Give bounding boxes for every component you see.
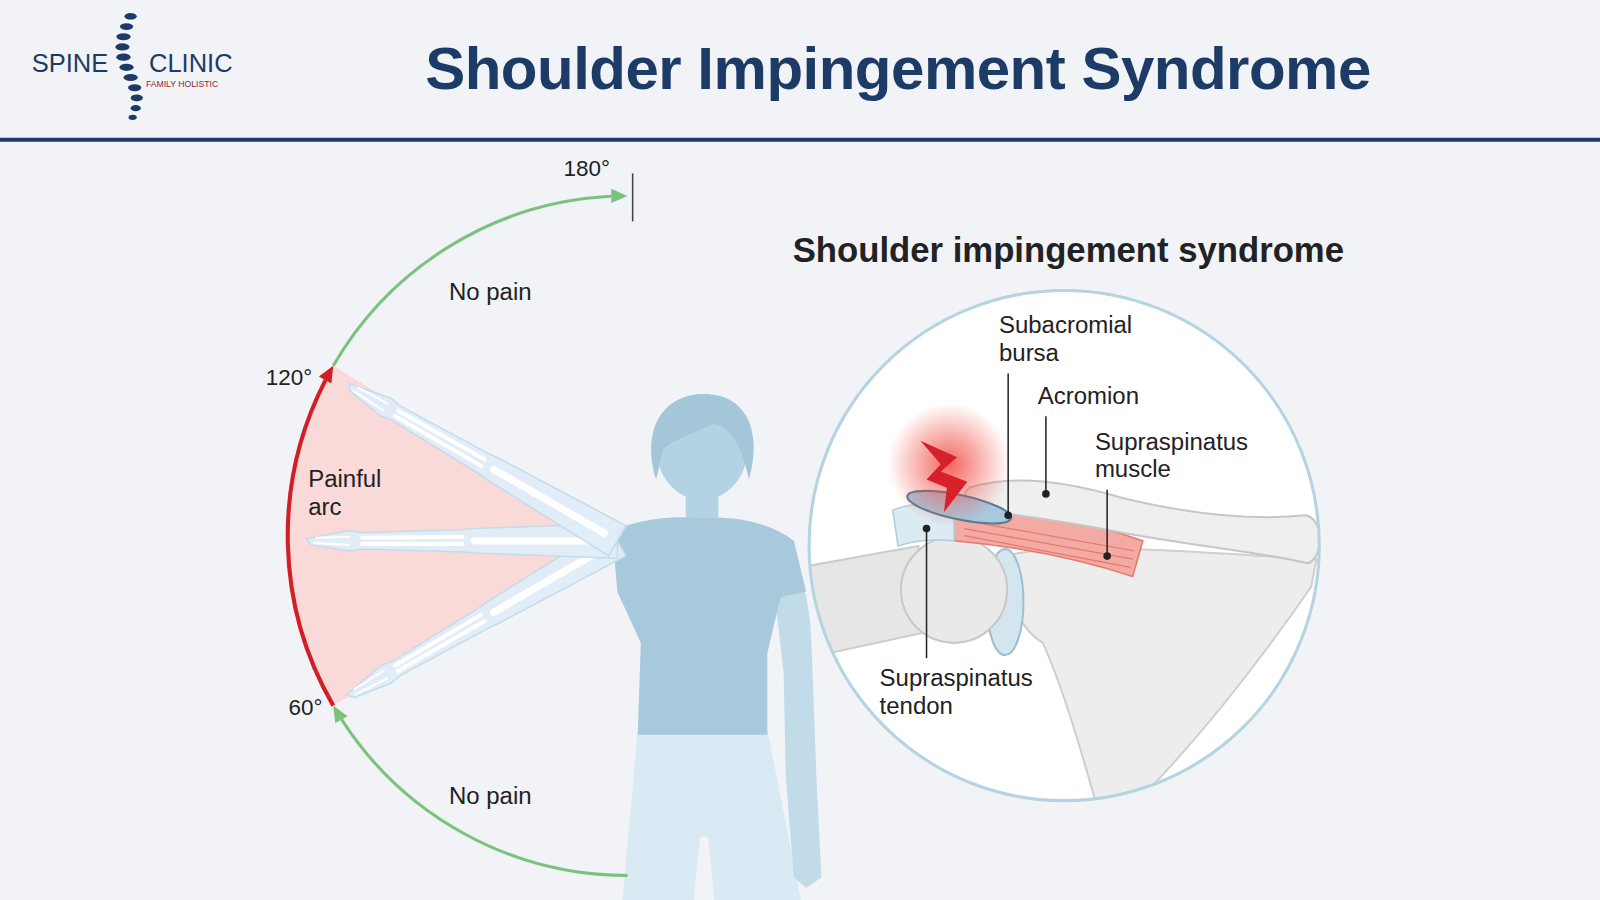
raised-arms bbox=[306, 370, 626, 711]
ulna bbox=[362, 537, 462, 538]
spine-logo bbox=[115, 13, 143, 120]
vertebra bbox=[115, 43, 129, 50]
arm-outline bbox=[339, 370, 626, 556]
vertebra bbox=[131, 105, 141, 111]
logo-tagline: FAMILY HOLISTIC bbox=[146, 79, 218, 89]
ulna bbox=[394, 615, 481, 666]
acromion-clavicle bbox=[965, 480, 1320, 563]
arrow-head bbox=[333, 706, 347, 724]
no-pain-arc bbox=[333, 196, 611, 365]
part-label: Supraspinatus tendon bbox=[880, 664, 1062, 719]
hand-bone bbox=[354, 671, 385, 689]
humerus bbox=[494, 548, 604, 612]
leader-line bbox=[1007, 373, 1009, 515]
part-label: Subacromial bursa bbox=[999, 311, 1152, 366]
shirt bbox=[612, 517, 806, 734]
leader-dot bbox=[923, 526, 929, 532]
painful-arc-line bbox=[288, 380, 334, 706]
page-title: Shoulder Impingement Syndrome bbox=[298, 33, 1498, 105]
arrow-head bbox=[611, 189, 627, 203]
shoulder-anatomy bbox=[806, 403, 1320, 806]
hand-bone bbox=[357, 386, 388, 404]
angle-label: 60° bbox=[289, 695, 323, 722]
scapula bbox=[1005, 548, 1316, 806]
range-note: Painful arc bbox=[308, 465, 410, 520]
hand-bone bbox=[315, 537, 350, 538]
humeral-head bbox=[901, 537, 1007, 643]
inset-disk bbox=[809, 291, 1319, 801]
vertebra bbox=[124, 13, 136, 20]
part-label: Supraspinatus muscle bbox=[1095, 428, 1277, 483]
leader-line bbox=[1106, 490, 1108, 556]
header-rule bbox=[0, 138, 1600, 142]
inset-outline bbox=[755, 219, 1377, 811]
leader-line bbox=[1045, 416, 1047, 494]
end-tick bbox=[632, 173, 634, 221]
humerus bbox=[494, 469, 604, 533]
leader-lines bbox=[923, 373, 1110, 658]
hair bbox=[651, 394, 753, 480]
artwork bbox=[0, 13, 1600, 900]
vertebra bbox=[116, 54, 130, 61]
vertebra bbox=[119, 64, 133, 71]
inset-heading: Shoulder impingement syndrome bbox=[793, 230, 1344, 271]
angle-label: 180° bbox=[564, 156, 610, 183]
vertebra bbox=[120, 23, 133, 30]
range-note: No pain bbox=[449, 782, 532, 811]
logo-word: CLINIC bbox=[149, 48, 233, 79]
vertebra bbox=[123, 74, 137, 81]
range-arcs bbox=[288, 173, 633, 875]
fibre bbox=[964, 536, 1130, 568]
pain-glow bbox=[888, 403, 1010, 525]
logo-word: SPINE bbox=[32, 48, 109, 79]
range-note: No pain bbox=[449, 278, 532, 307]
radius bbox=[398, 621, 485, 671]
leader-dot bbox=[1104, 553, 1110, 559]
arm-120 bbox=[339, 370, 626, 556]
vertebra bbox=[116, 33, 130, 40]
no-pain-arc bbox=[342, 720, 628, 876]
anatomy-inset: Shoulder impingement syndromeSubacromial… bbox=[755, 219, 1377, 811]
angle-label: 120° bbox=[266, 365, 312, 392]
part-label: Acromion bbox=[1038, 382, 1139, 410]
ulna bbox=[398, 410, 485, 461]
pain-bolt bbox=[920, 441, 967, 512]
leader-dot bbox=[1043, 491, 1049, 497]
arrow-head bbox=[319, 366, 333, 384]
radius bbox=[362, 542, 462, 546]
leader-line bbox=[926, 529, 928, 659]
inset-circle bbox=[809, 291, 1319, 801]
pants bbox=[622, 730, 801, 900]
vertebra bbox=[128, 84, 141, 91]
painful-wedge bbox=[288, 366, 618, 706]
vertebra bbox=[129, 115, 137, 120]
radius bbox=[395, 416, 482, 466]
woman-figure bbox=[612, 394, 821, 900]
hand-bone bbox=[313, 543, 350, 545]
vertebra bbox=[131, 95, 143, 102]
leader-dot bbox=[1005, 512, 1011, 518]
